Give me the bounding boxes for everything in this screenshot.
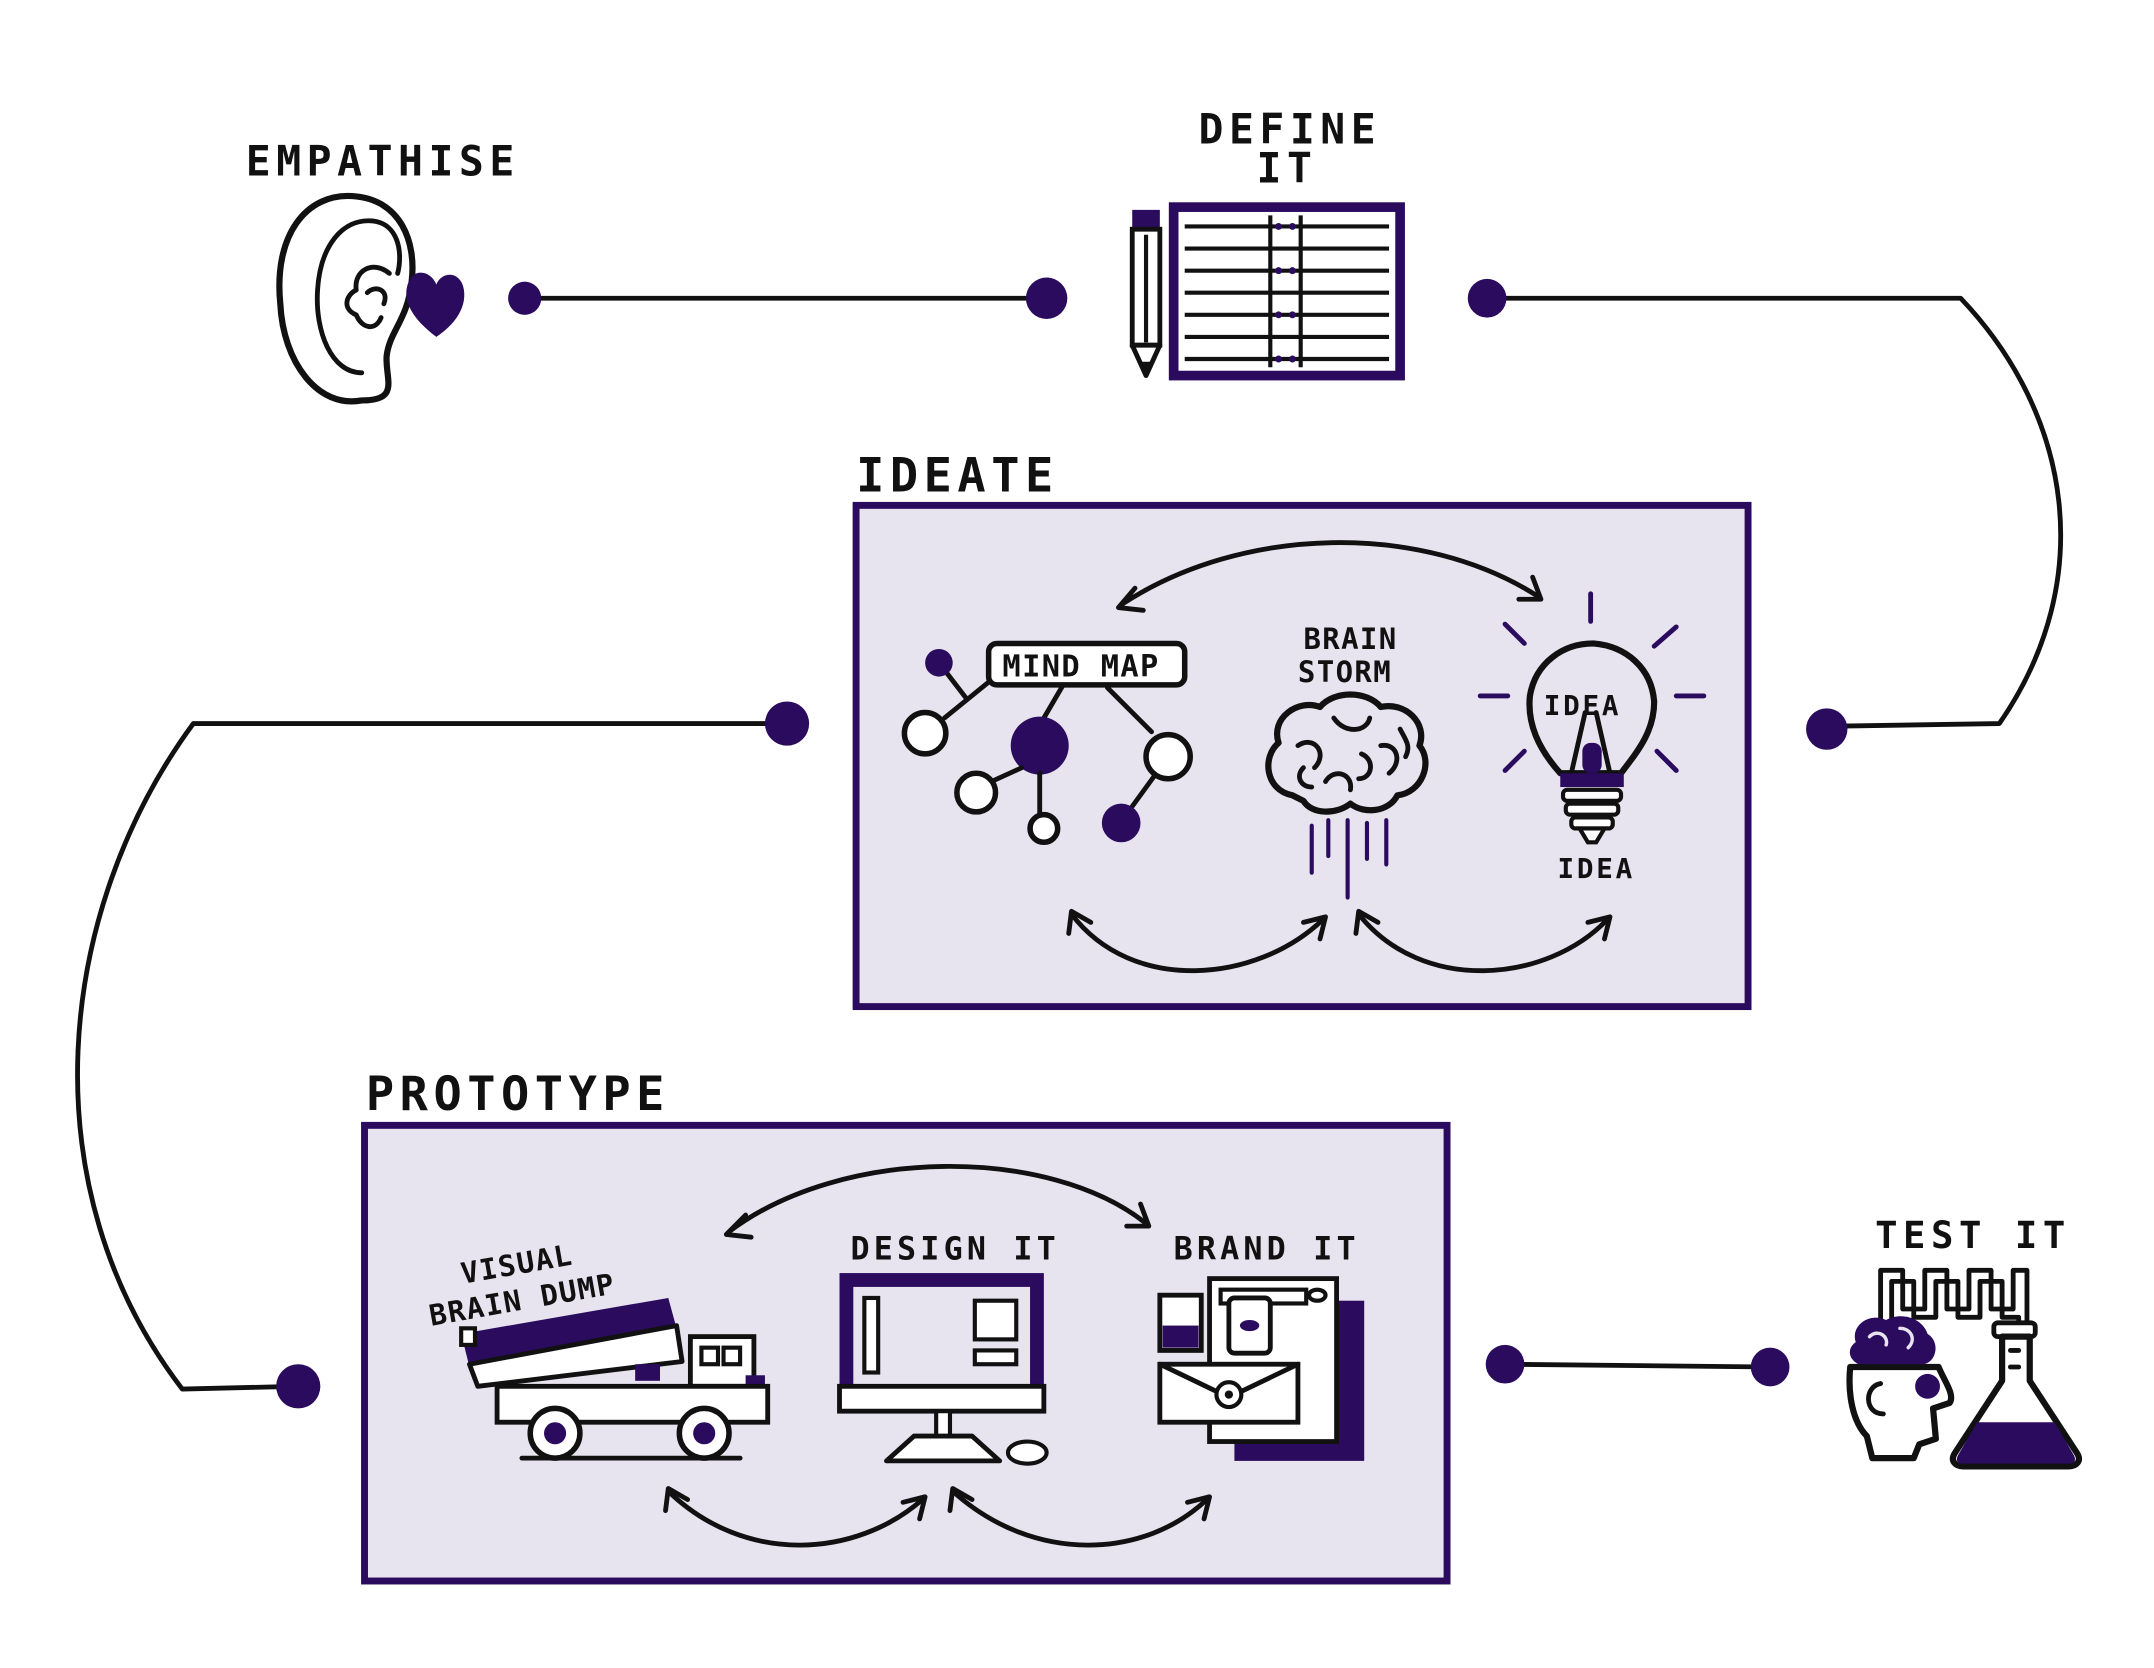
stage-ideate: IDEATE MIND MAP xyxy=(852,449,1752,1011)
arrows-bottom-ideate xyxy=(1066,908,1613,974)
connector-prototype-test xyxy=(1502,1361,1773,1370)
lightbulb-icon: IDEA IDEA xyxy=(1477,591,1707,885)
idea-bulb-text: IDEA xyxy=(1544,689,1622,722)
arrow-top-ideate xyxy=(1116,540,1544,613)
mind-map-label: MIND MAP xyxy=(1002,650,1159,685)
head-flask-icon xyxy=(1846,1267,2082,1470)
node-dot xyxy=(1806,708,1848,750)
arrow-top-prototype xyxy=(723,1164,1152,1240)
connector-lines xyxy=(75,277,2064,1409)
node-dot xyxy=(1467,278,1507,318)
stage-define: DEFINE IT xyxy=(1129,106,1405,381)
stage-prototype: PROTOTYPE VISUAL BRAIN DUMP xyxy=(361,1067,1451,1585)
connector-ideate-prototype xyxy=(75,721,790,1392)
ideate-label: IDEATE xyxy=(856,449,1059,504)
node-dot xyxy=(1485,1344,1525,1384)
define-label-line2: IT xyxy=(1257,144,1318,192)
computer-icon: DESIGN IT xyxy=(837,1231,1060,1466)
brand-stationery-icon: BRAND IT xyxy=(1157,1231,1365,1461)
brain-storm-label-line2: STORM xyxy=(1298,655,1392,689)
brain-storm-icon: BRAIN STORM xyxy=(1265,622,1429,900)
node-dot xyxy=(1025,277,1068,319)
define-label-line1: DEFINE xyxy=(1199,106,1382,154)
idea-caption: IDEA xyxy=(1558,852,1636,885)
stage-empathise: EMPATHISE xyxy=(246,137,520,405)
stage-test: TEST IT xyxy=(1846,1213,2082,1470)
brain-storm-label-line1: BRAIN xyxy=(1303,622,1397,656)
connector-define-ideate xyxy=(1484,295,2064,729)
test-it-label: TEST IT xyxy=(1875,1213,2071,1257)
mind-map-icon: MIND MAP xyxy=(901,640,1193,846)
pencil-notebook-icon xyxy=(1129,202,1405,381)
node-dot xyxy=(508,281,542,315)
design-it-label: DESIGN IT xyxy=(851,1231,1060,1267)
ideate-panel xyxy=(852,501,1752,1011)
node-dot xyxy=(1750,1347,1790,1387)
brand-it-label: BRAND IT xyxy=(1174,1231,1360,1267)
arrows-bottom-prototype xyxy=(663,1486,1212,1548)
node-dot xyxy=(764,701,810,746)
empathise-label: EMPATHISE xyxy=(246,137,520,185)
prototype-label: PROTOTYPE xyxy=(366,1067,670,1122)
node-dot xyxy=(276,1364,321,1409)
ear-heart-icon xyxy=(276,192,465,405)
